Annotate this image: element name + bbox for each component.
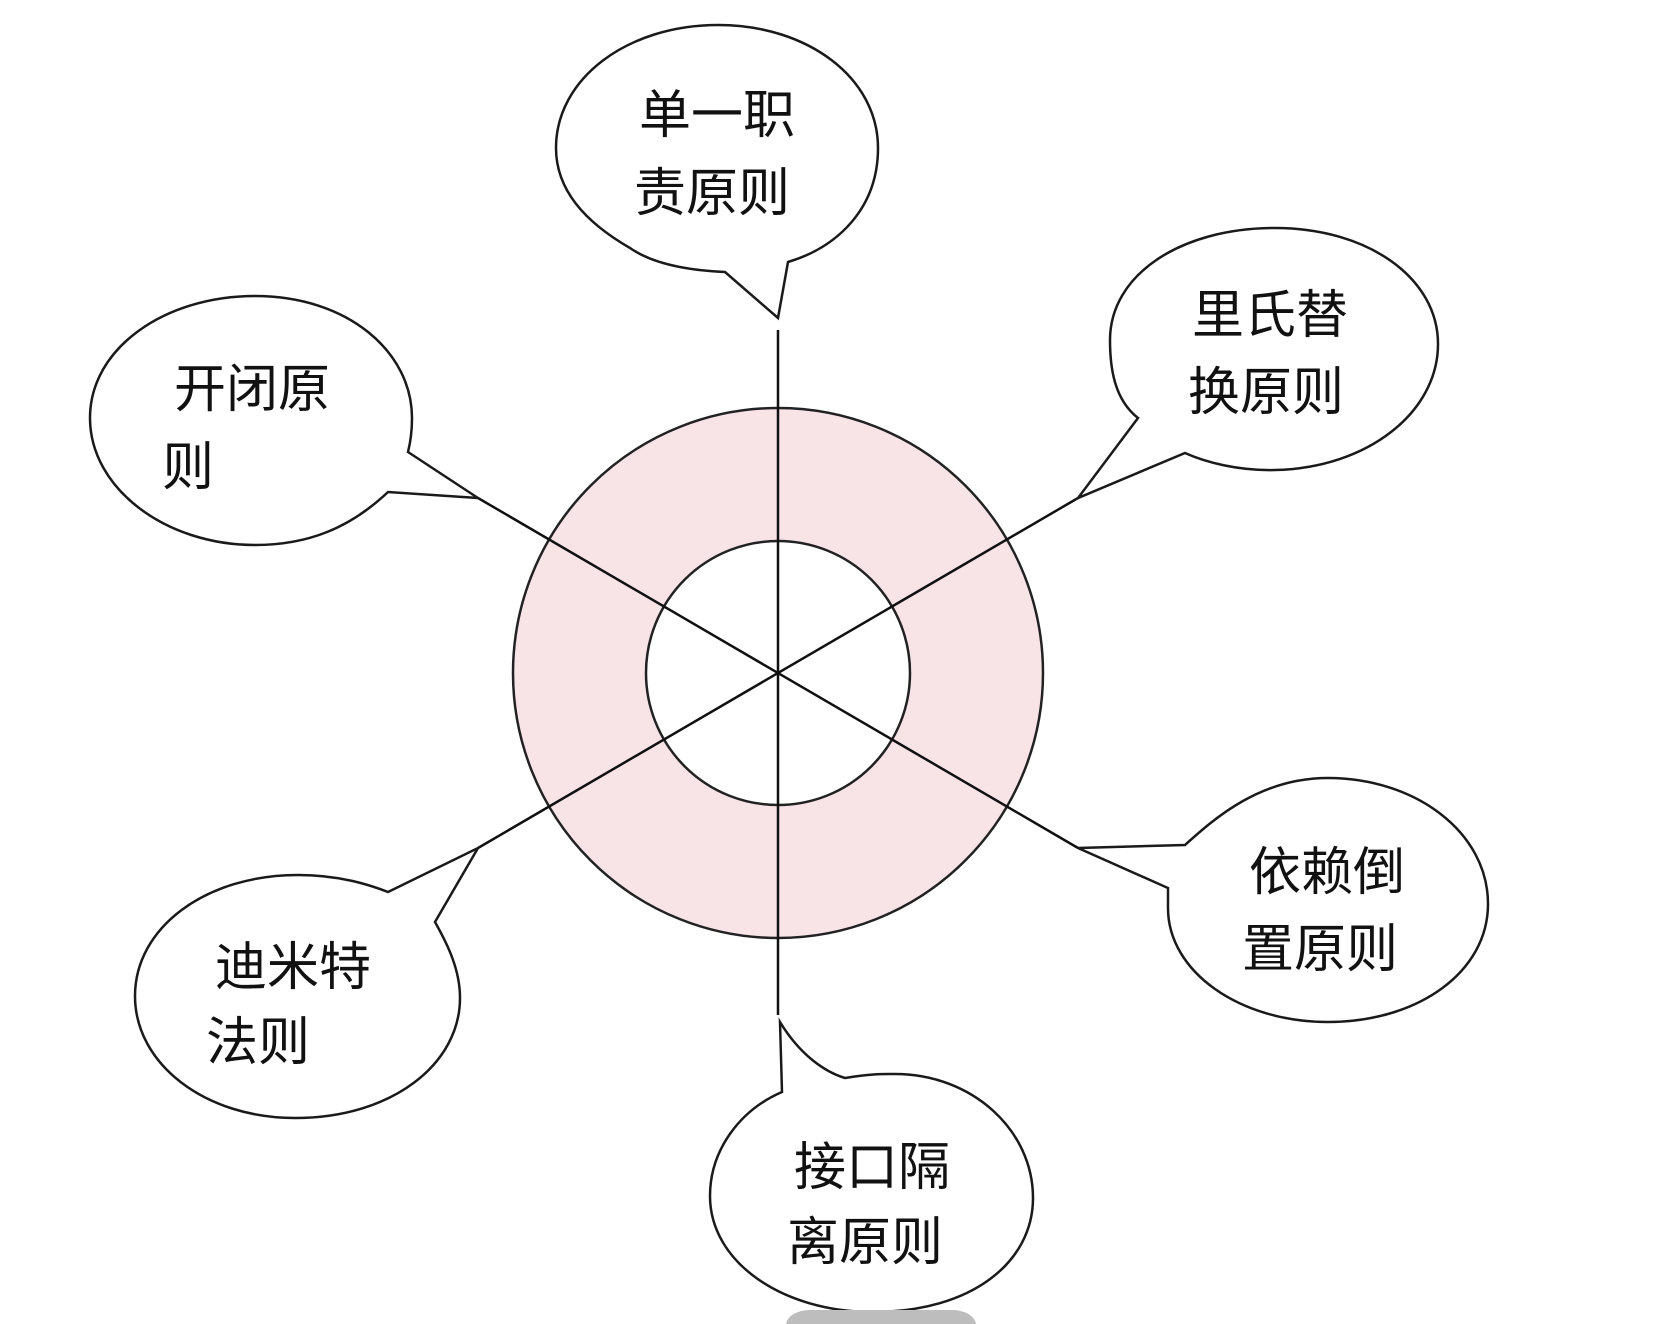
partial-bar <box>786 1310 976 1324</box>
bubble-ocp: 开闭原 则 <box>88 294 483 547</box>
bubble-lsp-shape <box>1074 226 1440 501</box>
bubble-srp: 单一职 责原则 <box>554 23 880 321</box>
bubble-srp-shape <box>554 23 880 321</box>
spokes <box>477 330 1079 1015</box>
bubble-ocp-line1: 开闭原 <box>174 360 330 420</box>
bubble-dip-line1: 依赖倒 <box>1249 843 1405 903</box>
bubble-dip-shape <box>1077 776 1490 1024</box>
bubble-lsp: 里氏替 换原则 <box>1074 226 1440 501</box>
bubble-lsp-line2: 换原则 <box>1188 363 1344 423</box>
bubble-isp: 接口隔 离原则 <box>708 1017 1035 1314</box>
bubble-lsp-line1: 里氏替 <box>1192 286 1348 346</box>
bubble-isp-line2: 离原则 <box>787 1213 943 1273</box>
bubble-lod-line2: 法则 <box>206 1013 310 1073</box>
bubble-lod-line1: 迪米特 <box>215 938 371 998</box>
bubble-isp-shape <box>708 1017 1035 1314</box>
bubble-dip-line2: 置原则 <box>1242 920 1398 980</box>
bubble-srp-line2: 责原则 <box>634 164 790 224</box>
spoke-diagonal-down <box>477 496 1079 850</box>
bubble-lod: 迪米特 法则 <box>133 845 482 1120</box>
bubble-ocp-line2: 则 <box>162 438 214 498</box>
bubble-lod-shape <box>133 845 482 1120</box>
bubble-isp-line1: 接口隔 <box>794 1138 950 1198</box>
bubble-srp-line1: 单一职 <box>639 86 795 146</box>
bubble-dip: 依赖倒 置原则 <box>1077 776 1490 1024</box>
bubble-ocp-shape <box>88 294 483 547</box>
